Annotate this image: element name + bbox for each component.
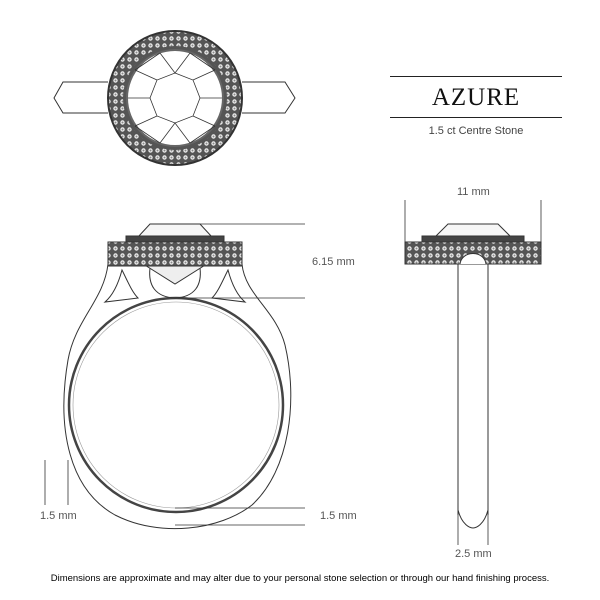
front-dimension-lines xyxy=(44,223,305,526)
band-width-label: 2.5 mm xyxy=(455,548,492,560)
top-view xyxy=(53,30,296,166)
product-title: AZURE xyxy=(431,84,521,111)
side-view xyxy=(404,223,542,529)
disclaimer-text: Dimensions are approximate and may alter… xyxy=(50,573,550,584)
width-dimension-label: 11 mm xyxy=(457,186,490,198)
title-bottom-rule xyxy=(390,117,562,118)
front-view xyxy=(63,223,292,530)
band-thickness-bottom-label: 1.5 mm xyxy=(320,510,357,522)
band-thickness-left-label: 1.5 mm xyxy=(40,510,77,522)
title-top-rule xyxy=(390,76,562,77)
side-dimension-lines xyxy=(404,200,542,545)
height-dimension-label: 6.15 mm xyxy=(312,256,355,268)
product-subtitle: 1.5 ct Centre Stone xyxy=(428,125,524,137)
